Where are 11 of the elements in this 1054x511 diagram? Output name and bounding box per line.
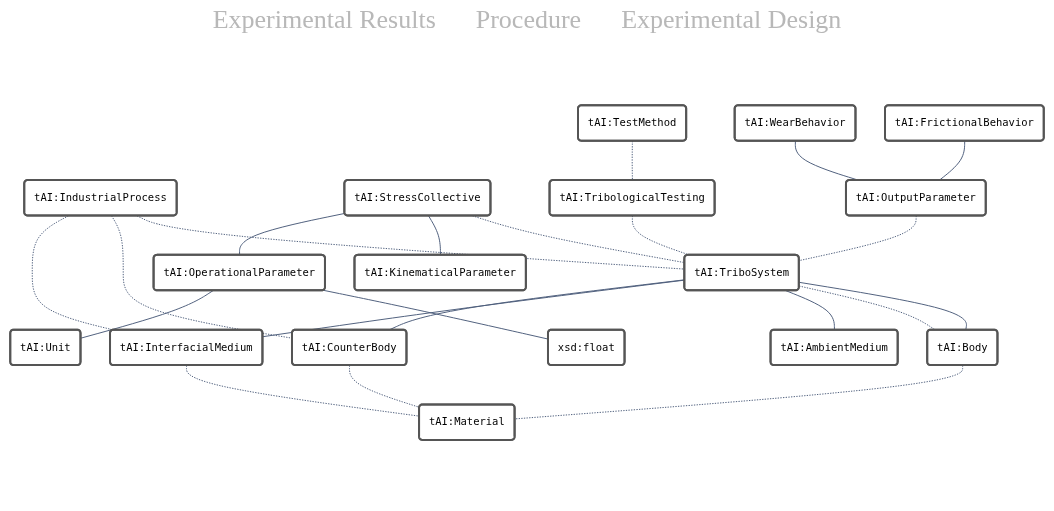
section-label: Procedure — [475, 5, 582, 35]
section-label: Experimental Results — [212, 5, 436, 35]
connector — [798, 215, 917, 261]
connector — [239, 212, 346, 256]
connector — [428, 215, 441, 256]
connector — [80, 290, 214, 339]
connector — [785, 290, 835, 331]
section-label: Experimental Design — [621, 5, 842, 35]
connector — [798, 281, 967, 331]
connector — [631, 140, 633, 181]
connector — [798, 285, 936, 331]
